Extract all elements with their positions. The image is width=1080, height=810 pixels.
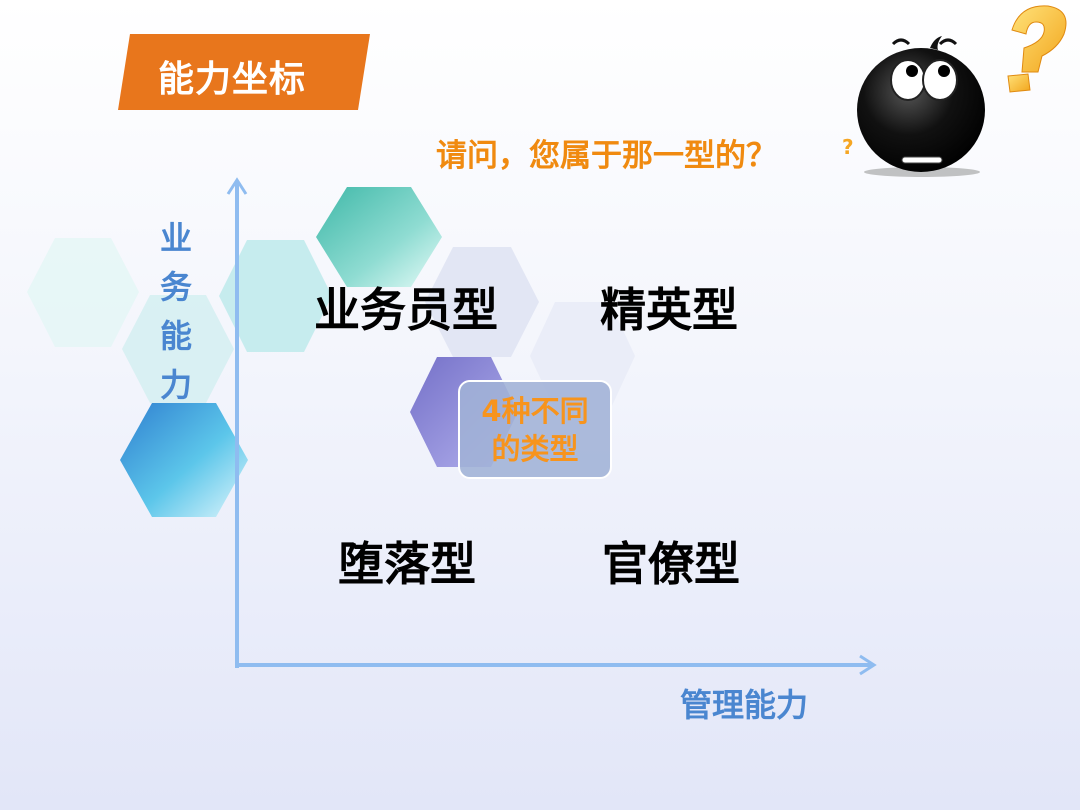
- center-label-line: 4种不同: [481, 393, 589, 428]
- question-text: 请问，您属于那一型的？: [436, 138, 777, 174]
- y-axis-label: 业 务 能 力: [156, 214, 196, 410]
- confused-face-icon: [857, 36, 985, 177]
- quadrant-top-right: 精英型: [600, 283, 738, 337]
- center-label-box: 4种不同 的类型: [458, 380, 612, 479]
- y-axis-label-char: 务: [159, 268, 192, 306]
- quadrant-top-left: 业务员型: [314, 283, 498, 337]
- hexagon-light-cyan: [219, 240, 332, 352]
- hexagon-faint-left: [27, 238, 139, 347]
- y-axis-label-char: 业: [159, 219, 192, 257]
- x-axis-arrow-icon: [859, 654, 877, 676]
- slide-title: 能力坐标: [158, 59, 307, 100]
- hexagon-faint-lavender: [425, 247, 539, 357]
- y-axis-label-char: 能: [159, 317, 192, 355]
- hexagon-blue: [120, 403, 248, 517]
- title-banner: [118, 34, 370, 110]
- question-mark-icon: [1007, 5, 1067, 93]
- x-axis-label: 管理能力: [680, 686, 809, 724]
- hexagon-teal: [316, 187, 442, 287]
- y-axis-arrow-icon: [226, 177, 248, 195]
- small-question-mark-icon: ?: [842, 135, 854, 159]
- quadrant-bottom-left: 堕落型: [338, 537, 476, 591]
- y-axis-label-char: 力: [159, 366, 192, 404]
- quadrant-bottom-right: 官僚型: [602, 537, 740, 591]
- center-label-line: 的类型: [491, 431, 579, 466]
- hexagon-faint-cyan: [122, 295, 234, 403]
